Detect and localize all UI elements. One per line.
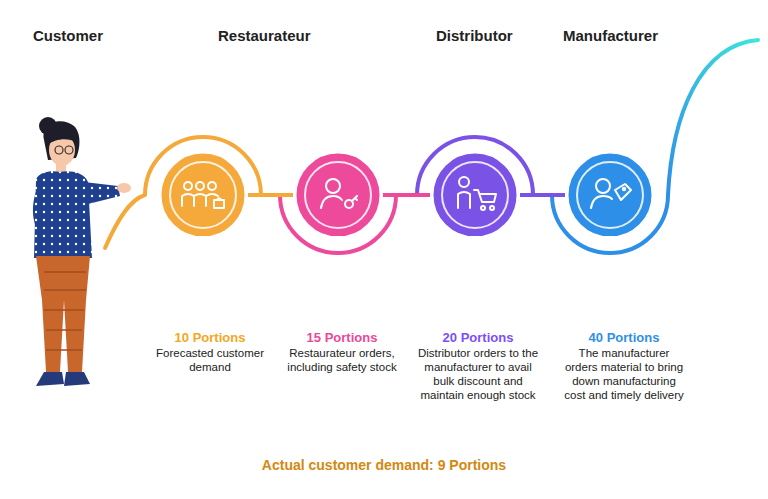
- wave-connector: [383, 193, 430, 197]
- portion-count: 10 Portions: [150, 330, 270, 346]
- circle-shape: [565, 150, 655, 254]
- stage-icon: [458, 177, 496, 210]
- wave-tail: [668, 40, 758, 195]
- column-heading: Customer: [33, 27, 103, 44]
- column-heading: Restaurateur: [218, 27, 311, 44]
- portion-count: 40 Portions: [562, 330, 686, 346]
- wave-line: [105, 195, 145, 248]
- stage-description: The manufacturer orders material to brin…: [562, 346, 686, 402]
- stage-text: 10 PortionsForecasted customer demand: [150, 330, 270, 374]
- stage-icon: [321, 179, 357, 208]
- stage-description: Forecasted customer demand: [150, 346, 270, 374]
- wave-connector: [248, 193, 293, 197]
- stage-circle: 15 PortionsRestaurateur orders, includin…: [293, 150, 383, 240]
- stage-text: 40 PortionsThe manufacturer orders mater…: [562, 330, 686, 402]
- stage-circle: 20 PortionsDistributor orders to the man…: [430, 150, 520, 240]
- column-heading: Manufacturer: [563, 27, 658, 44]
- stage-description: Restaurateur orders, including safety st…: [272, 346, 412, 374]
- stage-icon: [591, 179, 631, 208]
- circle-shape: [430, 150, 520, 254]
- circle-shape: [158, 150, 248, 254]
- circle-shape: [293, 150, 383, 254]
- stage-text: 15 PortionsRestaurateur orders, includin…: [272, 330, 412, 374]
- customer-figure: [33, 117, 131, 386]
- portion-count: 15 Portions: [272, 330, 412, 346]
- stage-description: Distributor orders to the manufacturer t…: [413, 346, 543, 402]
- stage-circle: 40 PortionsThe manufacturer orders mater…: [565, 150, 655, 240]
- summary-note: Actual customer demand: 9 Portions: [262, 457, 506, 473]
- column-heading: Distributor: [436, 27, 513, 44]
- stage-circle: 10 PortionsForecasted customer demand: [158, 150, 248, 240]
- stage-text: 20 PortionsDistributor orders to the man…: [413, 330, 543, 402]
- wave-connector: [520, 193, 565, 197]
- portion-count: 20 Portions: [413, 330, 543, 346]
- stage-icon: [182, 182, 224, 208]
